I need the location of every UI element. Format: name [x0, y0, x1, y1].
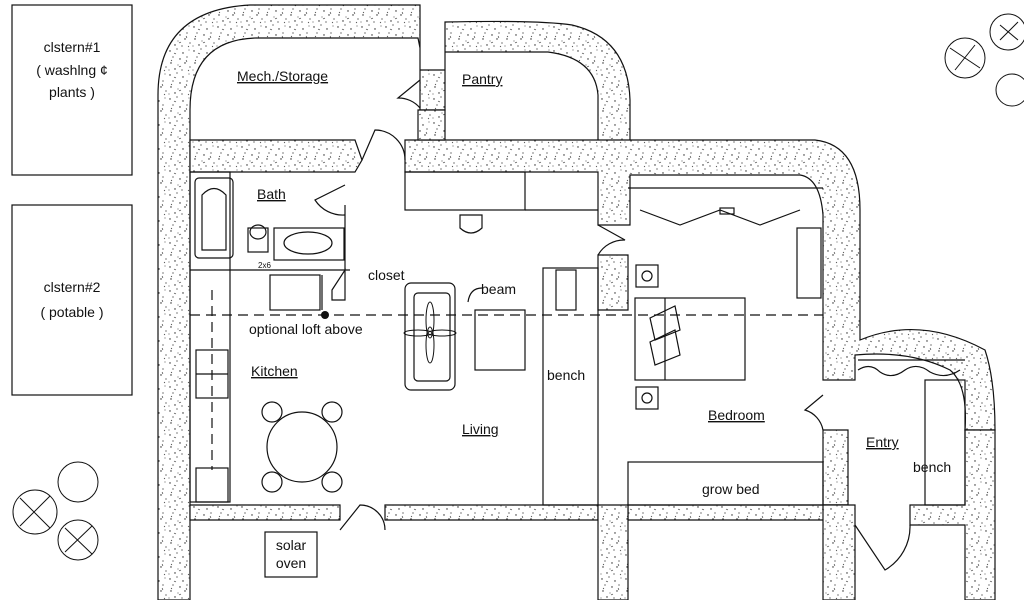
bathtub	[194, 177, 234, 259]
tree-icon-top-right	[944, 13, 1024, 107]
dining-chair	[261, 471, 283, 493]
loft-line	[190, 290, 823, 470]
south-wall-mid	[384, 504, 599, 521]
cistern-1-line1: clstern#1	[44, 39, 101, 55]
room-label-mech-storage: Mech./Storage	[237, 68, 328, 84]
door-bedroom	[597, 224, 626, 256]
ceiling-fan-icon	[403, 301, 457, 364]
closet-unit	[269, 274, 321, 311]
entry-south-wall	[909, 429, 996, 600]
lamp-icon	[641, 270, 653, 282]
room-label-closet: closet	[368, 267, 405, 283]
bathtub-basin	[201, 187, 227, 251]
beam-label: beam	[481, 281, 516, 297]
living-bench	[542, 267, 599, 506]
range-hood	[459, 214, 483, 234]
cistern-2-label: clstern#2 ( potable )	[40, 279, 103, 320]
bedroom-east-wall	[822, 429, 849, 506]
cistern-1-box	[11, 4, 133, 176]
center-wall-north	[597, 254, 629, 311]
wardrobe	[796, 227, 822, 299]
wood-stove	[555, 269, 577, 311]
door-entry	[803, 394, 824, 431]
dining-chair	[261, 401, 283, 423]
living-bench-label: bench	[547, 367, 585, 383]
pantry-counter	[404, 171, 526, 211]
post-marker	[321, 311, 329, 319]
room-label-bath: Bath	[257, 186, 286, 202]
dining-chair	[321, 471, 343, 493]
bed	[634, 297, 746, 381]
center-wall-south	[597, 504, 629, 600]
interior-lines	[11, 4, 966, 578]
ceiling-fixture	[719, 207, 735, 215]
sofa-seat	[413, 292, 451, 382]
beam-pointer	[467, 287, 483, 303]
entry-bench	[924, 379, 966, 506]
grow-bed-box	[627, 461, 824, 506]
north-west-wall	[157, 4, 631, 600]
cistern-2-line2: ( potable )	[40, 304, 103, 320]
entry-plants	[857, 365, 961, 377]
cistern-1-line2: ( washlng ¢	[36, 62, 108, 78]
room-label-pantry: Pantry	[462, 71, 502, 87]
closet-door	[331, 267, 346, 301]
door-pantry	[396, 79, 421, 109]
room-label-entry: Entry	[866, 434, 899, 450]
toilet-bowl	[249, 224, 267, 240]
pillow	[649, 305, 681, 341]
room-label-living: Living	[462, 421, 499, 437]
sink	[283, 231, 333, 255]
dining-chair	[321, 401, 343, 423]
room-label-bedroom: Bedroom	[708, 407, 765, 423]
nightstand	[635, 264, 659, 288]
cistern-1-label: clstern#1 ( washlng ¢ plants )	[36, 39, 108, 100]
lamp-icon	[641, 392, 653, 404]
kitchen-counter	[189, 171, 231, 503]
entry-bench-label: bench	[913, 459, 951, 475]
cistern-1-line3: plants )	[49, 84, 95, 100]
size-note: 2x6	[258, 261, 271, 270]
vanity	[273, 227, 345, 261]
cistern-2-line1: clstern#2	[44, 279, 101, 295]
sofa	[404, 282, 456, 391]
solar-oven-line2: oven	[276, 555, 306, 571]
pillow	[649, 329, 681, 366]
entry-west-wall	[822, 504, 856, 600]
interior-north-wall	[189, 139, 363, 173]
coffee-table	[474, 309, 526, 371]
grow-bed-label: grow bed	[702, 481, 760, 497]
pantry-post	[417, 109, 446, 141]
loft-label: optional loft above	[249, 321, 363, 337]
door-mech	[361, 129, 406, 161]
solar-oven-line1: solar	[276, 537, 307, 553]
door-south	[339, 504, 386, 531]
south-wall	[189, 504, 341, 521]
solar-oven-box	[264, 531, 318, 578]
dining-table	[266, 411, 338, 483]
nightstand	[635, 386, 659, 410]
door-bath	[314, 184, 346, 216]
door-front	[854, 524, 911, 571]
stove	[195, 467, 229, 503]
toilet	[247, 227, 269, 253]
cistern-2-box	[11, 204, 133, 396]
tree-icon-bottom-left	[12, 461, 99, 561]
room-label-kitchen: Kitchen	[251, 363, 298, 379]
south-wall-east	[627, 504, 849, 521]
